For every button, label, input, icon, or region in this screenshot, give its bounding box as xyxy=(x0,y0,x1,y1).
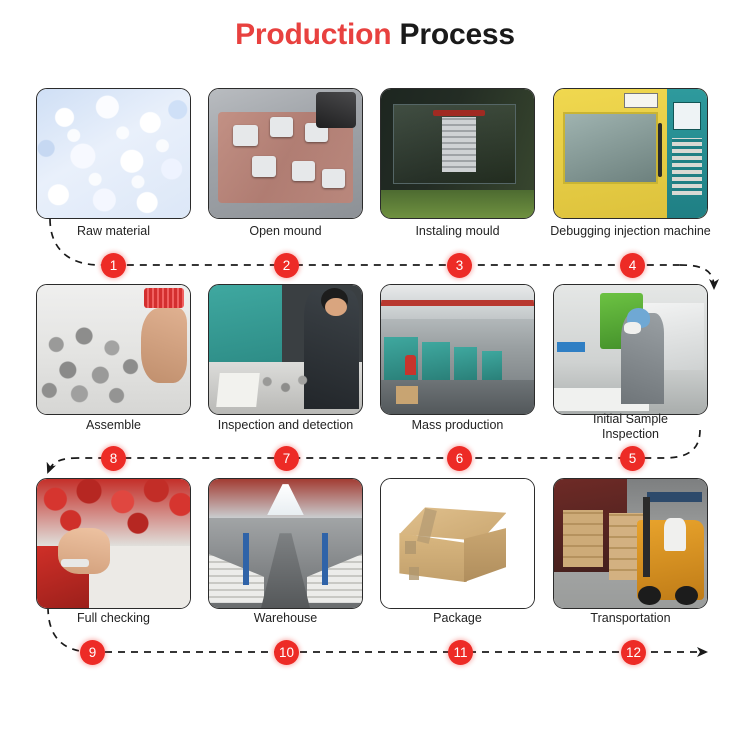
step-badge-6[interactable]: 6 xyxy=(447,446,472,471)
step-badge-7[interactable]: 7 xyxy=(274,446,299,471)
page-title-rest: Process xyxy=(391,18,516,51)
full-checking-photo xyxy=(37,479,190,608)
injection-machine-photo xyxy=(554,89,707,218)
step-card-10[interactable] xyxy=(208,478,363,609)
step-card-1[interactable] xyxy=(36,88,191,219)
step-badge-5[interactable]: 5 xyxy=(620,446,645,471)
step-label-5: Initial Sample Inspection xyxy=(592,412,669,441)
step-card-4[interactable] xyxy=(553,88,708,219)
step-badge-4[interactable]: 4 xyxy=(620,253,645,278)
step-label-10: Warehouse xyxy=(253,611,318,625)
worker-bench-photo xyxy=(209,285,362,414)
step-card-2[interactable] xyxy=(208,88,363,219)
step-label-6: Mass production xyxy=(411,418,504,432)
forklift-photo xyxy=(554,479,707,608)
machine-interior-photo xyxy=(381,89,534,218)
parts-pile-photo xyxy=(37,285,190,414)
sample-inspection-photo xyxy=(554,285,707,414)
warehouse-aisle-photo xyxy=(209,479,362,608)
factory-hall-photo xyxy=(381,285,534,414)
page-title-highlight: Production xyxy=(235,18,392,51)
step-label-1: Raw material xyxy=(77,224,150,238)
step-card-5[interactable] xyxy=(553,284,708,415)
step-card-9[interactable] xyxy=(36,478,191,609)
step-card-3[interactable] xyxy=(380,88,535,219)
step-badge-10[interactable]: 10 xyxy=(274,640,299,665)
step-card-6[interactable] xyxy=(380,284,535,415)
step-label-4: Debugging injection machine xyxy=(550,224,711,238)
step-badge-2[interactable]: 2 xyxy=(274,253,299,278)
page-title: Production Process xyxy=(0,18,750,52)
open-mould-photo xyxy=(209,89,362,218)
step-card-8[interactable] xyxy=(36,284,191,415)
step-label-12: Transportation xyxy=(590,611,671,625)
step-badge-1[interactable]: 1 xyxy=(101,253,126,278)
connector-row2-to-row3 xyxy=(46,457,79,474)
step-label-9: Full checking xyxy=(77,611,150,625)
step-badge-9[interactable]: 9 xyxy=(80,640,105,665)
step-label-11: Package xyxy=(433,611,482,625)
step-badge-8[interactable]: 8 xyxy=(101,446,126,471)
step-label-3: Instaling mould xyxy=(415,224,500,238)
step-label-2: Open mound xyxy=(249,224,322,238)
step-card-7[interactable] xyxy=(208,284,363,415)
step-label-7: Inspection and detection xyxy=(217,418,354,432)
step-label-8: Assemble xyxy=(86,418,141,432)
carton-box-photo xyxy=(381,479,534,608)
step-card-12[interactable] xyxy=(553,478,708,609)
step-badge-12[interactable]: 12 xyxy=(621,640,646,665)
step-badge-3[interactable]: 3 xyxy=(447,253,472,278)
step-card-11[interactable] xyxy=(380,478,535,609)
step-badge-11[interactable]: 11 xyxy=(448,640,473,665)
plastic-pellets-photo xyxy=(37,89,190,218)
